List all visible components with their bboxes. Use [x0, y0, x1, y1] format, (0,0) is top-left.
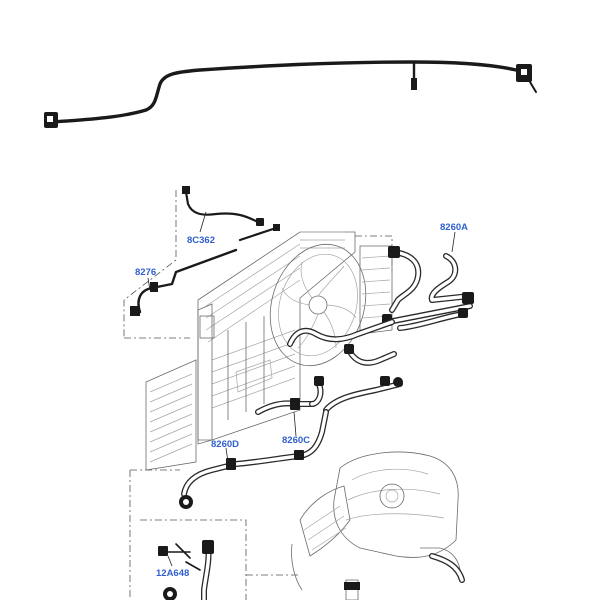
- bleed-hose-detail: [44, 60, 537, 128]
- part-label-8276[interactable]: 8276: [135, 267, 156, 278]
- bleed-hose-8c362[interactable]: [182, 186, 280, 242]
- bleed-hose-8276[interactable]: [130, 248, 238, 316]
- radiator-fan-assembly: [145, 231, 393, 471]
- cross-hose-upper[interactable]: [287, 319, 397, 366]
- part-label-12a648[interactable]: 12A648: [156, 568, 189, 579]
- sensor-assembly-12a648[interactable]: [158, 540, 214, 600]
- hose-end-connector-right: [516, 64, 537, 93]
- leader-lines: [147, 211, 456, 567]
- part-label-8c362[interactable]: 8C362: [187, 235, 215, 246]
- radiator-hose-8260d[interactable]: [179, 409, 329, 509]
- engine-block: [291, 451, 465, 600]
- part-label-8260d[interactable]: 8260D: [211, 439, 239, 450]
- radiator-hose-8260a[interactable]: [382, 246, 474, 331]
- hose-end-connector-left: [44, 112, 58, 128]
- part-label-8260a[interactable]: 8260A: [440, 222, 468, 233]
- part-label-8260c[interactable]: 8260C: [282, 435, 310, 446]
- radiator-hose-8260c[interactable]: [255, 376, 403, 415]
